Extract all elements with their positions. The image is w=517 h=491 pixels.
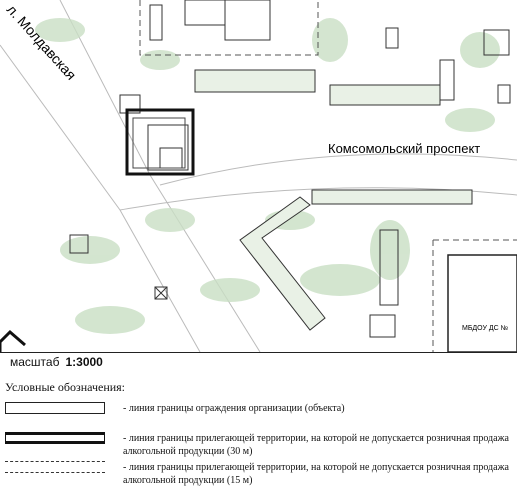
- scale: масштаб 1:3000: [10, 355, 103, 369]
- mbdou-label: МБДОУ ДС №: [462, 325, 508, 332]
- road-moldavskaya-edge: [0, 44, 201, 352]
- boundary-30m-corner: [0, 329, 26, 352]
- legend-symbol-fence: [5, 402, 105, 414]
- buildings: [69, 0, 511, 338]
- greenery: [35, 18, 500, 334]
- legend-text-30m: - линия границы прилегающей территории, …: [123, 433, 509, 457]
- scale-label: масштаб: [10, 355, 60, 369]
- map-canvas: л. Молдавская Комсомольский проспект МБД…: [0, 0, 517, 353]
- legend-text-15m: - линия границы прилегающей территории, …: [123, 462, 509, 486]
- legend-text-fence: - линия границы ограждения организации (…: [123, 403, 345, 414]
- organization-fence: [132, 117, 186, 169]
- mbdou-boundary-15m: [432, 239, 517, 352]
- boundary-15m-top: [139, 0, 319, 56]
- mbdou-building: [447, 254, 517, 352]
- boundary-30m: [125, 108, 195, 176]
- scale-value: 1:3000: [65, 355, 103, 369]
- legend-title: Условные обозначения:: [5, 380, 126, 394]
- road-komsomolsky: [159, 153, 517, 186]
- street-komsomolsky-label: Комсомольский проспект: [328, 141, 480, 156]
- street-moldavskaya-label: л. Молдавская: [4, 1, 80, 83]
- legend-symbol-30m: [5, 432, 105, 444]
- legend-symbol-15m: [5, 461, 105, 473]
